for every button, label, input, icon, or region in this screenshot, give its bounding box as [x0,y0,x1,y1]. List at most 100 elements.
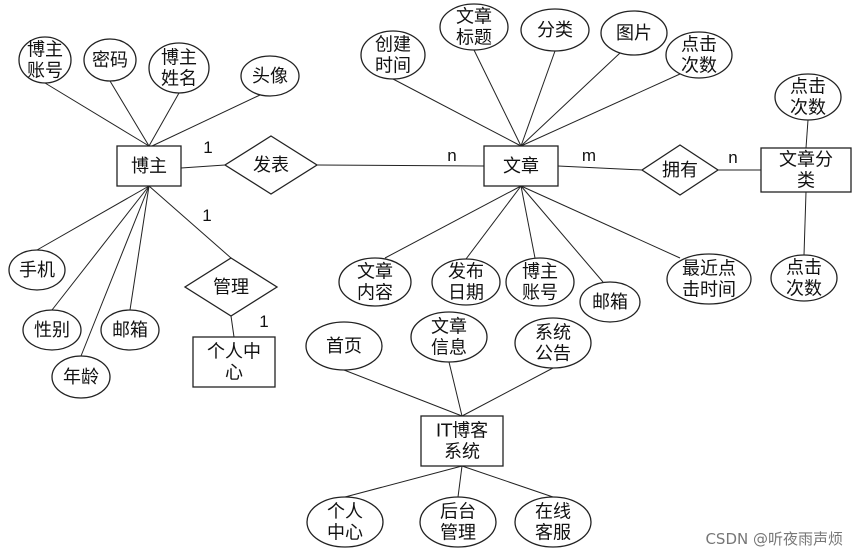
publish-label: 发表 [253,155,289,176]
article-entity: 文章 [483,145,559,187]
own-relationship: 拥有 [640,144,720,196]
own-diamond [640,144,720,196]
article-title-label: 文章 [456,7,492,28]
gender-attribute: 性别 [22,309,82,351]
personal-center-label: 个人中 [207,342,261,363]
email-article-ellipse [579,281,641,323]
publish-diamond [223,135,319,195]
image-attribute: 图片 [600,10,668,56]
blogger-entity: 博主 [116,145,182,187]
backend-manage-label: 后台 [440,502,476,523]
sys-personal-center-ellipse [306,496,384,548]
article-blogger-account-label: 博主 [522,262,558,283]
image-label: 图片 [616,23,652,44]
online-service-ellipse [514,496,592,548]
c-blogger-manage-cardinality: 1 [202,206,211,225]
password-attribute: 密码 [83,38,137,82]
article-info-ellipse [410,311,488,363]
connector-layer [36,49,809,498]
create-time-label: 时间 [375,56,411,77]
connector-line [461,367,554,417]
manage-diamond [183,257,279,317]
home-label: 首页 [326,336,362,357]
connector-line [392,78,522,147]
create-time-ellipse [360,30,426,80]
gender-label: 性别 [34,320,70,341]
it-blog-system-box [420,415,504,467]
connector-line [316,164,485,167]
system-notice-label: 公告 [535,344,571,365]
category-label: 分类 [537,20,573,41]
avatar-ellipse [240,55,300,97]
connector-line [129,185,150,311]
age-ellipse [51,355,111,399]
connector-line [803,191,807,256]
article-content-ellipse [338,257,412,307]
c-center-manage-cardinality: 1 [259,312,268,331]
last-click-time-label: 击时间 [682,280,736,301]
article-category-label: 文章分 [779,150,833,171]
article-info-label: 文章 [431,317,467,338]
connector-line [80,185,150,357]
publish-date-label: 日期 [448,283,484,304]
category-click-bottom-label: 点击 [786,258,822,279]
connector-line [343,369,463,417]
connector-line [461,465,554,498]
email-article-label: 邮箱 [592,292,628,313]
click-count-article-ellipse [665,31,733,79]
shape-layer: 博主文章文章分类个人中心IT博客系统发表拥有管理博主账号密码博主姓名头像手机性别… [8,3,852,548]
article-category-box [760,147,852,193]
email-blogger-label: 邮箱 [112,320,148,341]
password-label: 密码 [92,50,128,71]
system-notice-ellipse [514,317,592,369]
connector-line [465,185,522,260]
publish-relationship: 发表 [223,135,319,195]
last-click-time-label: 最近点 [682,259,736,280]
create-time-label: 创建 [375,35,411,56]
category-click-top-ellipse [774,73,842,121]
connector-line [109,80,150,147]
email-blogger-ellipse [100,309,160,351]
connector-line [230,315,235,338]
connector-line [384,185,522,259]
phone-label: 手机 [19,260,55,281]
blogger-label: 博主 [131,156,167,177]
connector-line [151,94,261,147]
online-service-label: 客服 [535,523,571,544]
connector-line [36,185,150,251]
image-ellipse [600,10,668,56]
blogger-account-ellipse [18,36,72,84]
article-title-label: 标题 [456,28,492,49]
email-blogger-attribute: 邮箱 [100,309,160,351]
c-category-own-cardinality: n [728,148,737,167]
connector-line [520,50,556,147]
connector-line [344,465,463,498]
blogger-name-label: 博主 [161,48,197,69]
connector-line [520,52,621,147]
age-attribute: 年龄 [51,355,111,399]
connector-line [557,165,643,171]
password-ellipse [83,38,137,82]
click-count-article-label: 点击 [681,35,717,56]
gender-ellipse [22,309,82,351]
c-blogger-publish-cardinality: 1 [203,138,212,157]
article-title-ellipse [439,3,509,51]
manage-relationship: 管理 [183,257,279,317]
click-count-article-label: 次数 [681,56,717,77]
